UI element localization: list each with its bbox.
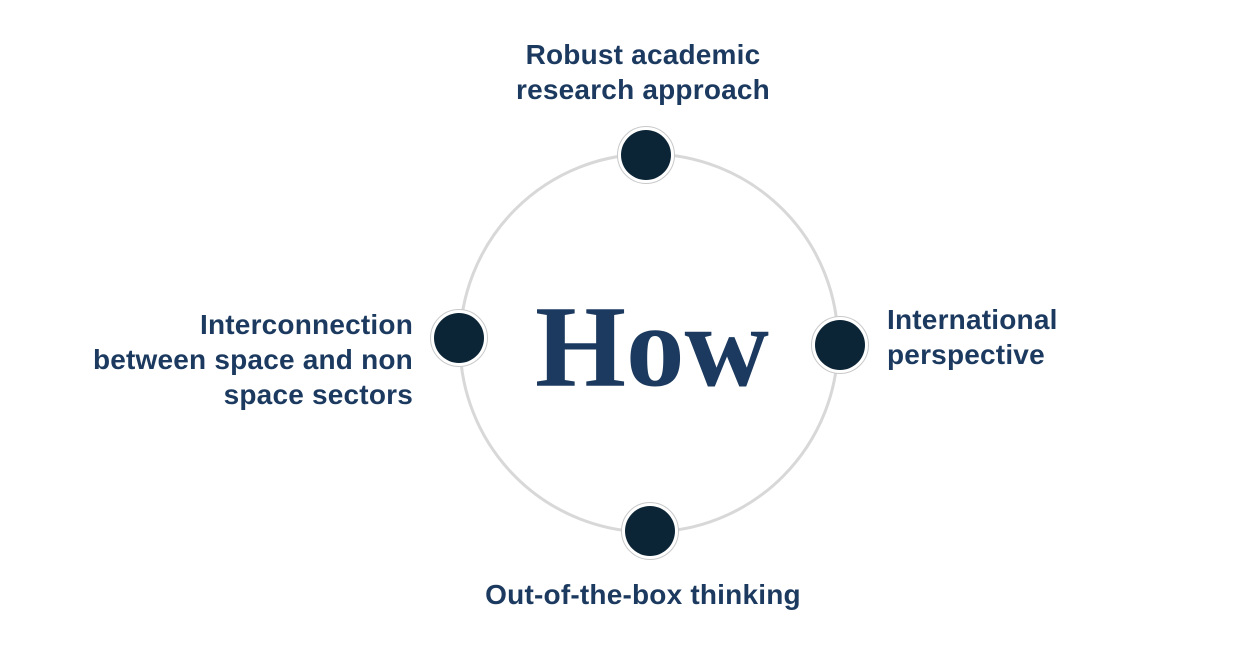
node-dot-left xyxy=(430,309,488,367)
label-line: space sectors xyxy=(223,379,413,410)
label-interconnection-sectors: Interconnection between space and non sp… xyxy=(93,307,413,412)
center-word: How xyxy=(535,282,769,412)
label-robust-academic-research: Robust academic research approach xyxy=(516,37,770,107)
label-line: Interconnection xyxy=(199,309,413,340)
node-dot-right xyxy=(811,316,869,374)
label-line: Robust academic xyxy=(525,39,761,70)
label-line: Out-of-the-box thinking xyxy=(485,579,801,610)
label-line: between space and non xyxy=(92,344,413,375)
node-dot-left-core xyxy=(434,313,484,363)
node-dot-bottom xyxy=(621,502,679,560)
label-line: research approach xyxy=(516,74,770,105)
label-line: International xyxy=(887,304,1058,335)
label-out-of-the-box-thinking: Out-of-the-box thinking xyxy=(485,577,801,612)
node-dot-top xyxy=(617,126,675,184)
node-dot-right-core xyxy=(815,320,865,370)
label-international-perspective: International perspective xyxy=(887,302,1058,372)
label-line: perspective xyxy=(887,339,1045,370)
node-dot-bottom-core xyxy=(625,506,675,556)
node-dot-top-core xyxy=(621,130,671,180)
